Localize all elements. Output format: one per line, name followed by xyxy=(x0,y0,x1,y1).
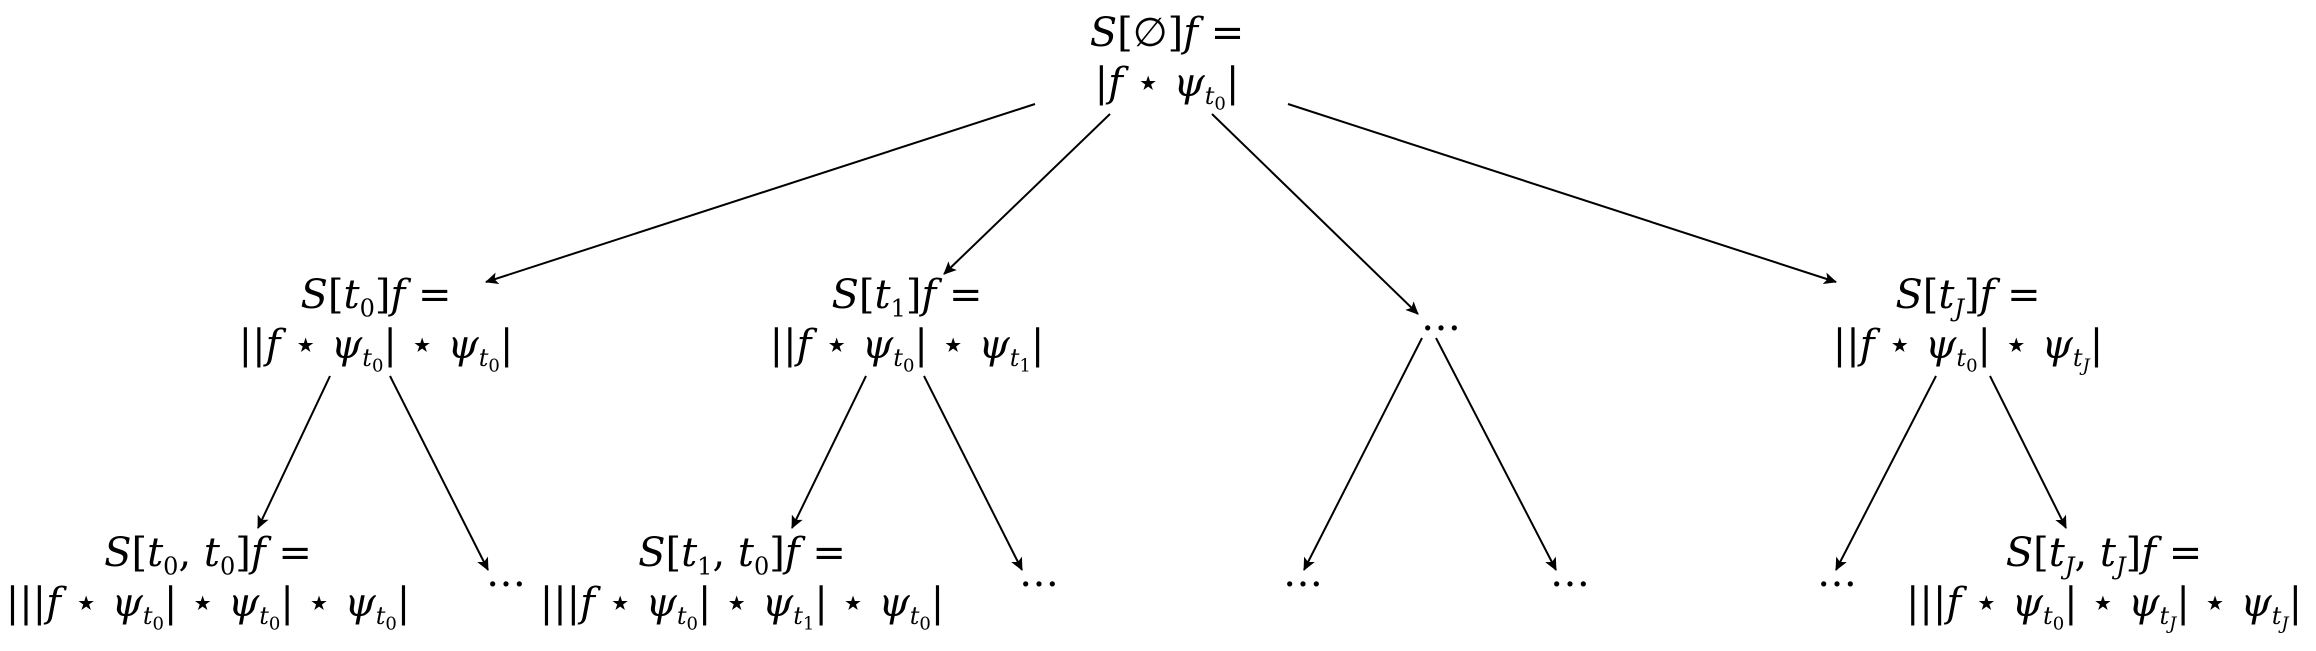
node-tJ-label: S[tJ]f = xyxy=(1895,272,2041,323)
edge-tJ-tJtJ xyxy=(1989,375,2067,529)
edge-root-t0 xyxy=(485,103,1036,285)
node-tJ-expression: ||f ⋆ ψt0| ⋆ ψtJ| xyxy=(1832,322,2104,377)
node-t0-t0-expression: |||f ⋆ ψt0| ⋆ ψt0| ⋆ ψt0| xyxy=(5,580,411,635)
node-t0: S[t0]f = ||f ⋆ ψt0| ⋆ ψt0| xyxy=(238,270,514,377)
node-tJ-tJ-label: S[tJ, tJ]f = xyxy=(2005,530,2203,581)
edge-root-tJ xyxy=(1287,103,1837,284)
node-root-label: S[∅]f = xyxy=(1089,10,1245,56)
node-t0-label: S[t0]f = xyxy=(300,272,452,323)
ellipsis-level2-e: … xyxy=(1817,550,1861,596)
node-t1-t0-expression: |||f ⋆ ψt0| ⋆ ψt1| ⋆ ψt0| xyxy=(539,580,945,635)
edge-dots-dots-right xyxy=(1435,337,1557,571)
node-t0-t0: S[t0, t0]f = |||f ⋆ ψt0| ⋆ ψt0| ⋆ ψt0| xyxy=(5,528,411,635)
node-t1: S[t1]f = ||f ⋆ ψt0| ⋆ ψt1| xyxy=(769,270,1045,377)
node-t1-t0: S[t1, t0]f = |||f ⋆ ψt0| ⋆ ψt1| ⋆ ψt0| xyxy=(539,528,945,635)
edge-t0-dots xyxy=(389,375,489,571)
edge-t0-t0t0 xyxy=(257,375,331,529)
edge-root-dots xyxy=(1211,113,1419,315)
node-root: S[∅]f = |f ⋆ ψt0| xyxy=(1089,8,1245,115)
node-t0-t0-label: S[t0, t0]f = xyxy=(104,530,312,581)
node-t0-expression: ||f ⋆ ψt0| ⋆ ψt0| xyxy=(238,322,514,377)
ellipsis-level2-b: … xyxy=(1019,550,1063,596)
edge-t1-dots xyxy=(923,375,1023,571)
ellipsis-level2-d: … xyxy=(1550,550,1594,596)
ellipsis-level2-a: … xyxy=(486,550,530,596)
node-root-expression: |f ⋆ ψt0| xyxy=(1094,60,1240,115)
edge-t1-t1t0 xyxy=(791,375,867,529)
node-tJ-tJ-expression: |||f ⋆ ψt0| ⋆ ψtJ| ⋆ ψtJ| xyxy=(1905,580,2303,635)
node-t1-expression: ||f ⋆ ψt0| ⋆ ψt1| xyxy=(769,322,1045,377)
node-tJ-tJ: S[tJ, tJ]f = |||f ⋆ ψt0| ⋆ ψtJ| ⋆ ψtJ| xyxy=(1905,528,2303,635)
edge-root-t1 xyxy=(943,113,1111,275)
ellipsis-level1: … xyxy=(1421,294,1465,340)
node-tJ: S[tJ]f = ||f ⋆ ψt0| ⋆ ψtJ| xyxy=(1832,270,2104,377)
node-t1-t0-label: S[t1, t0]f = xyxy=(638,530,846,581)
edge-tJ-dots xyxy=(1835,375,1937,571)
edge-dots-dots-left xyxy=(1303,337,1423,571)
ellipsis-level2-c: … xyxy=(1283,550,1327,596)
node-t1-label: S[t1]f = xyxy=(831,272,983,323)
